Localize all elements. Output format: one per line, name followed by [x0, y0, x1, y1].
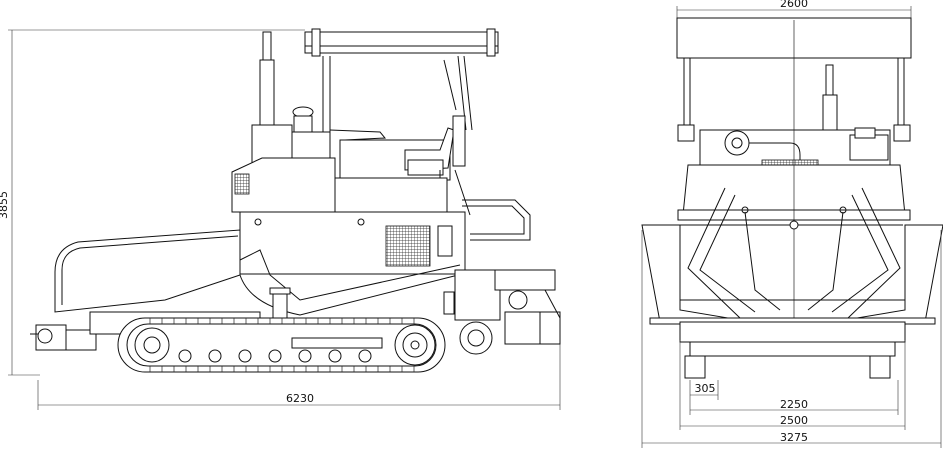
dim-3275-label: 3275 — [780, 431, 808, 444]
length-label: 6230 — [286, 392, 314, 405]
side-railing — [462, 199, 531, 241]
push-roller — [30, 324, 97, 351]
crawler-track — [117, 317, 446, 373]
road-wheels — [178, 349, 372, 363]
dim-2250: 2250 — [689, 380, 899, 415]
engine-body — [231, 157, 448, 215]
track-label: 305 — [695, 382, 716, 395]
dim-2500: 2500 — [679, 340, 906, 430]
side-hopper — [54, 229, 471, 316]
dim-2500-label: 2500 — [780, 414, 808, 427]
main-chassis — [239, 211, 466, 275]
dim-3275: 3275 — [641, 230, 942, 448]
rear-screed — [443, 269, 561, 355]
front-chassis — [679, 321, 906, 379]
operator-seat — [339, 115, 471, 216]
track-dimension: 305 — [689, 380, 719, 400]
top-width-label: 2600 — [780, 0, 808, 10]
height-dimension: 3855 — [0, 29, 305, 376]
front-view: 2600 — [641, 0, 943, 448]
front-chain — [740, 220, 850, 230]
track-grousers — [149, 318, 415, 372]
height-label: 3855 — [0, 191, 10, 219]
front-body — [677, 20, 911, 340]
dim-2250-label: 2250 — [780, 398, 808, 411]
side-view: 3855 6230 — [0, 28, 561, 410]
